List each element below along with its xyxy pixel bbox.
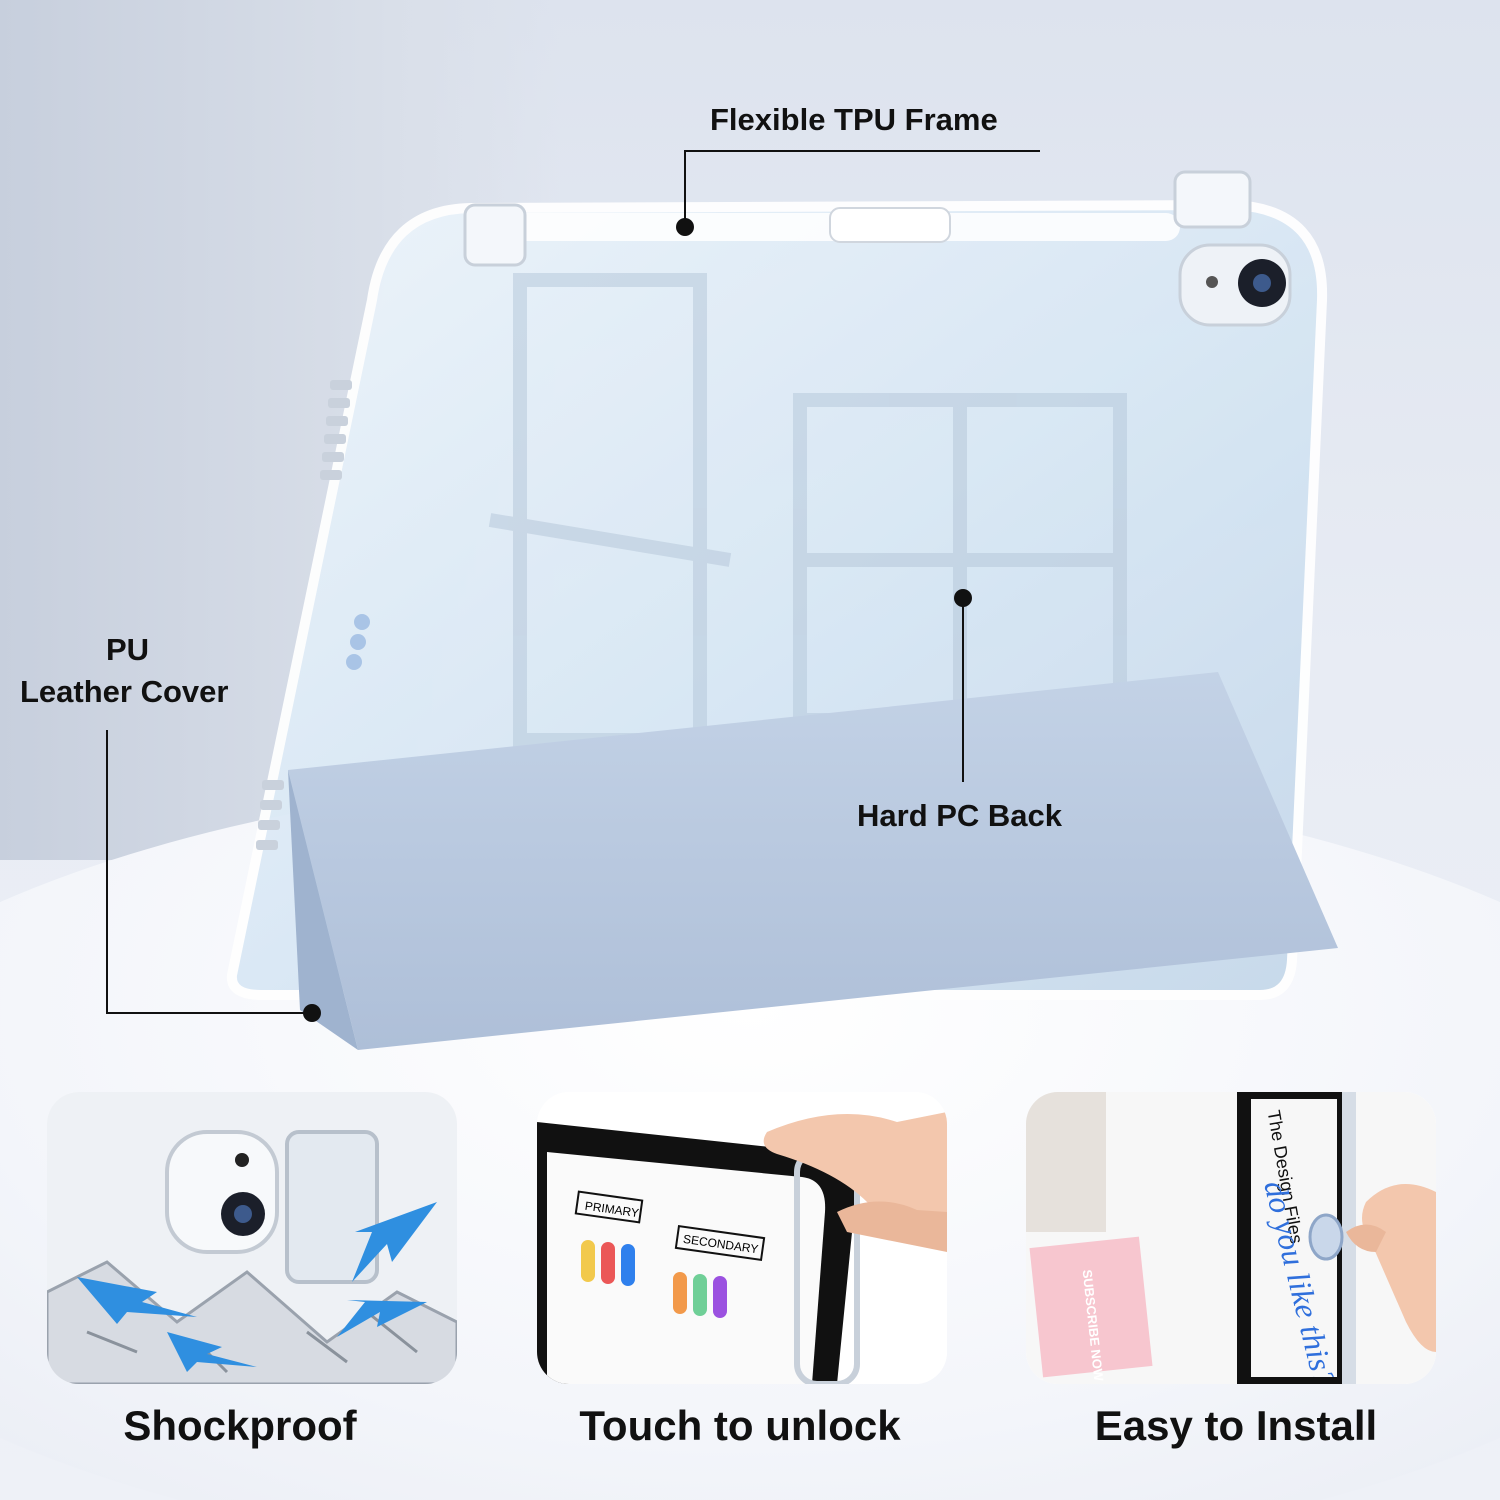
thumb-easy-install: SUBSCRIBE NOW The Design Files do you li…: [1026, 1092, 1436, 1384]
feature-label-shockproof: Shockproof: [123, 1402, 357, 1449]
pu-leather-cover: [288, 672, 1338, 1050]
feature-label-touch-unlock: Touch to unlock: [579, 1402, 901, 1449]
callout-pu-cover-line1: PU: [106, 632, 150, 667]
leader-line: [684, 150, 686, 225]
leader-line: [106, 1012, 312, 1014]
callout-tpu-frame: Flexible TPU Frame: [710, 102, 998, 137]
callout-pu-cover-line2: Leather Cover: [20, 674, 229, 709]
shockproof-arrows-icon: [47, 1092, 457, 1384]
thumb-touch-unlock: PRIMARY SECONDARY: [537, 1092, 947, 1384]
leader-line: [962, 600, 964, 782]
callout-dot: [954, 589, 972, 607]
finger-touch-icon: PRIMARY SECONDARY: [537, 1092, 947, 1384]
callout-dot: [676, 218, 694, 236]
leader-line: [684, 150, 1040, 152]
smart-connector-dots: [346, 614, 370, 670]
feature-label-easy-install: Easy to Install: [1094, 1402, 1378, 1449]
corner-bumper-top-right: [1173, 170, 1252, 229]
tablet-case-illustration: [231, 170, 1338, 1050]
side-grip: [256, 380, 352, 850]
corner-bumper-top-left: [463, 203, 527, 267]
leader-line: [106, 730, 108, 1014]
thumb-shockproof: [47, 1092, 457, 1384]
hand-install-icon: SUBSCRIBE NOW The Design Files do you li…: [1026, 1092, 1436, 1384]
callout-dot: [303, 1004, 321, 1022]
callout-pc-back: Hard PC Back: [857, 798, 1063, 833]
